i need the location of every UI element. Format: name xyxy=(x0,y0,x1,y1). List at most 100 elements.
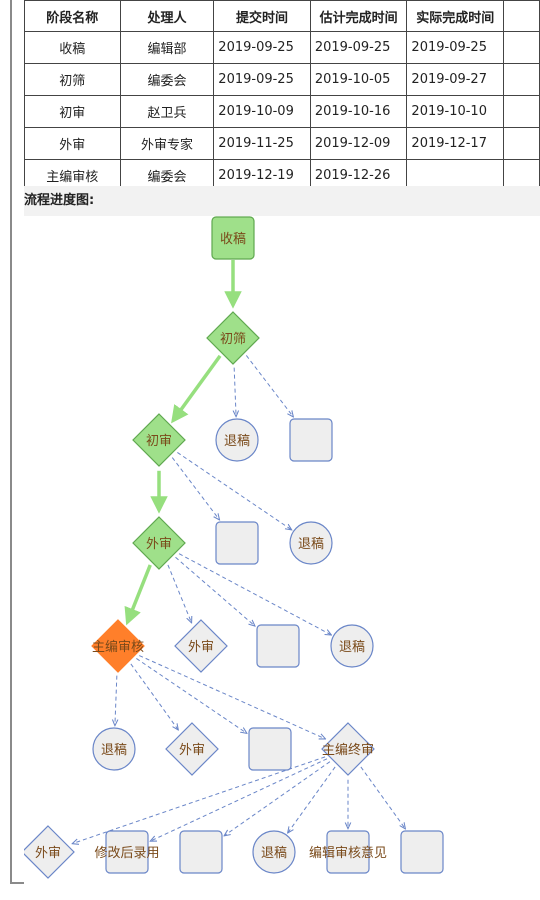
table-row: 外审 外审专家 2019-11-25 2019-12-09 2019-12-17 xyxy=(24,127,540,160)
flow-node-label: 收稿 xyxy=(220,231,246,247)
cell-extra xyxy=(503,63,540,96)
edge-zhubian-to-zhongshen xyxy=(139,655,325,739)
edge-zhongshen-to-blank6 xyxy=(360,766,405,828)
edge-zhongshen-to-waishen4 xyxy=(73,756,326,844)
flow-node-chushen[interactable]: 初审 xyxy=(132,413,186,467)
flow-node-shape xyxy=(132,516,186,570)
edge-zhubian-to-tuigao4 xyxy=(115,675,117,725)
cell-submit-time: 2019-09-25 xyxy=(213,31,311,64)
flow-node-label: 退稿 xyxy=(339,639,365,655)
col-header-submit-time: 提交时间 xyxy=(213,0,311,32)
flow-node-shape xyxy=(215,418,259,462)
flow-node-blank1[interactable] xyxy=(289,418,333,462)
flow-node-shape xyxy=(91,619,145,673)
flow-node-label: 修改后录用 xyxy=(94,846,159,861)
flow-node-tuigao4[interactable]: 退稿 xyxy=(92,727,136,771)
cell-estimated-time: 2019-10-16 xyxy=(309,95,408,128)
flow-node-label: 外审 xyxy=(146,537,172,552)
flow-node-waishen4[interactable]: 外审 xyxy=(21,825,75,879)
flow-diagram-canvas: 收稿初筛退稿初审退稿外审外审退稿主编审核退稿外审主编终审外审修改后录用退稿编辑审… xyxy=(21,216,540,884)
flow-node-shape xyxy=(289,521,333,565)
col-header-extra xyxy=(503,0,540,32)
cell-actual-time: 2019-09-27 xyxy=(406,63,505,96)
flow-node-blank5[interactable] xyxy=(179,830,223,874)
flow-node-label: 退稿 xyxy=(101,742,127,758)
col-header-handler: 处理人 xyxy=(119,0,215,32)
edge-waishen-to-tuigao3 xyxy=(178,553,331,635)
edge-zhongshen-to-xiugai xyxy=(151,758,328,841)
cell-submit-time: 2019-11-25 xyxy=(213,127,311,160)
flow-node-shape xyxy=(174,619,228,673)
flow-node-label: 退稿 xyxy=(298,536,324,552)
edge-zhongshen-to-blank5 xyxy=(225,761,331,836)
flow-node-zhubian[interactable]: 主编审核 xyxy=(91,619,145,673)
cell-handler: 编辑部 xyxy=(119,31,215,64)
flow-node-yijian[interactable]: 编辑审核意见 xyxy=(309,830,387,874)
flow-node-label: 外审 xyxy=(35,846,61,861)
flow-node-blank6[interactable] xyxy=(400,830,444,874)
flow-node-shougao[interactable]: 收稿 xyxy=(211,216,255,260)
flow-node-shape xyxy=(400,830,444,874)
edge-chushai-to-blank1 xyxy=(245,355,293,416)
flow-node-xiugai[interactable]: 修改后录用 xyxy=(94,830,160,874)
cell-extra xyxy=(503,31,540,64)
flow-node-shape xyxy=(215,521,259,565)
col-header-stage: 阶段名称 xyxy=(24,0,121,32)
flow-node-shape xyxy=(211,216,255,260)
flow-node-shape xyxy=(256,624,300,668)
cell-stage: 外审 xyxy=(24,127,121,160)
table-row: 收稿 编辑部 2019-09-25 2019-09-25 2019-09-25 xyxy=(24,31,540,64)
flow-node-tuigao5[interactable]: 退稿 xyxy=(252,830,296,874)
cell-estimated-time: 2019-09-25 xyxy=(309,31,408,64)
flow-node-label: 外审 xyxy=(179,743,205,758)
flow-node-tuigao3[interactable]: 退稿 xyxy=(330,624,374,668)
cell-handler: 外审专家 xyxy=(119,127,215,160)
flow-node-label: 主编终审 xyxy=(322,742,374,758)
edge-zhubian-to-waishen3 xyxy=(130,663,178,730)
cell-submit-time: 2019-10-09 xyxy=(213,95,311,128)
edge-waishen-to-zhubian xyxy=(124,564,152,626)
flow-node-waishen[interactable]: 外审 xyxy=(132,516,186,570)
flow-node-label: 编辑审核意见 xyxy=(309,845,387,861)
cell-actual-time: 2019-12-17 xyxy=(406,127,505,160)
stage-table: 阶段名称 处理人 提交时间 估计完成时间 实际完成时间 收稿 编辑部 2019-… xyxy=(24,0,540,192)
flow-node-shape xyxy=(105,830,149,874)
flow-node-shape xyxy=(21,825,75,879)
cell-stage: 初审 xyxy=(24,95,121,128)
flow-node-shape xyxy=(330,624,374,668)
flow-node-zhongshen[interactable]: 主编终审 xyxy=(321,722,375,776)
flow-node-chushai[interactable]: 初筛 xyxy=(206,311,260,365)
flow-node-tuigao1[interactable]: 退稿 xyxy=(215,418,259,462)
col-header-estimated-time: 估计完成时间 xyxy=(309,0,408,32)
flow-node-shape xyxy=(206,311,260,365)
cell-estimated-time: 2019-10-05 xyxy=(309,63,408,96)
cell-handler: 编委会 xyxy=(119,63,215,96)
edge-zhongshen-to-tuigao5 xyxy=(288,766,336,833)
flow-node-shape xyxy=(132,413,186,467)
cell-extra xyxy=(503,127,540,160)
flow-node-blank2[interactable] xyxy=(215,521,259,565)
flow-node-label: 退稿 xyxy=(261,845,287,861)
cell-extra xyxy=(503,95,540,128)
flow-node-shape xyxy=(326,830,370,874)
cell-stage: 初筛 xyxy=(24,63,121,96)
flow-node-waishen3[interactable]: 外审 xyxy=(165,722,219,776)
flow-node-waishen2[interactable]: 外审 xyxy=(174,619,228,673)
table-row: 初审 赵卫兵 2019-10-09 2019-10-16 2019-10-10 xyxy=(24,95,540,128)
cell-actual-time: 2019-09-25 xyxy=(406,31,505,64)
cell-handler: 赵卫兵 xyxy=(119,95,215,128)
edge-chushen-to-tuigao2 xyxy=(177,452,291,529)
flow-node-blank4[interactable] xyxy=(248,727,292,771)
flow-node-shape xyxy=(321,722,375,776)
edge-chushai-to-chushen xyxy=(171,354,222,424)
flow-node-label: 退稿 xyxy=(224,433,250,449)
table-header-row: 阶段名称 处理人 提交时间 估计完成时间 实际完成时间 xyxy=(24,0,540,32)
cell-actual-time: 2019-10-10 xyxy=(406,95,505,128)
flow-node-blank3[interactable] xyxy=(256,624,300,668)
flow-node-tuigao2[interactable]: 退稿 xyxy=(289,521,333,565)
cell-submit-time: 2019-09-25 xyxy=(213,63,311,96)
col-header-actual-time: 实际完成时间 xyxy=(406,0,505,32)
edge-chushen-to-blank2 xyxy=(171,457,219,520)
edge-chushai-to-tuigao1 xyxy=(234,367,236,416)
flow-section-header: 流程进度图: xyxy=(24,186,540,216)
